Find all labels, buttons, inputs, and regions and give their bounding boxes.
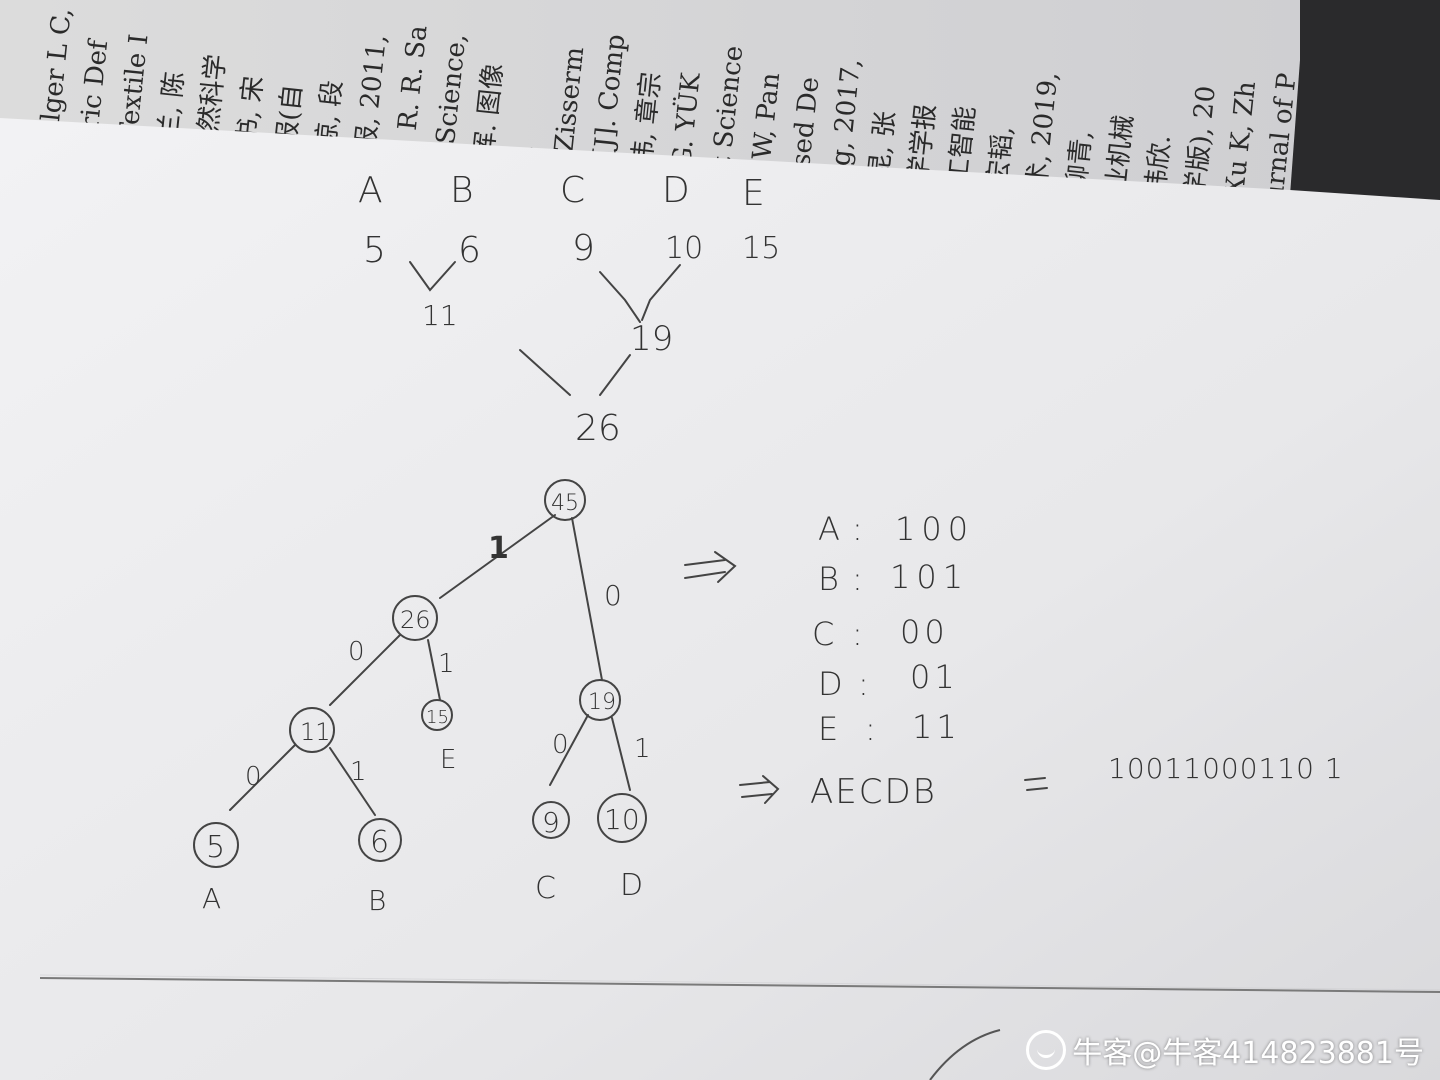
encode-bits: 10011000110 1 xyxy=(1108,752,1344,785)
code-row-e-letter: E xyxy=(818,710,838,748)
node-root-circle xyxy=(544,479,586,521)
paper-rule-lines xyxy=(39,974,1440,991)
sum-final: 26 xyxy=(575,408,621,449)
huffman-tree: 45 26 19 11 15 5 6 9 10 1 0 0 1 0 1 0 1 … xyxy=(202,491,651,917)
node-11-circle xyxy=(289,707,335,753)
node-19-label: 19 xyxy=(588,690,616,715)
header-letter-b: B xyxy=(450,170,474,211)
code-row-a-code: 100 xyxy=(895,510,974,548)
header-weight-e: 15 xyxy=(742,231,780,266)
node-10-label: 10 xyxy=(604,803,640,836)
edge-19-10-label: 1 xyxy=(634,734,651,764)
edge-11-6-label: 1 xyxy=(350,757,367,787)
header-letter-d: D xyxy=(662,170,690,211)
sum-cd: 19 xyxy=(630,319,673,359)
watermark-text: 牛客@牛客414823881号 xyxy=(1072,1036,1424,1071)
edge-19-9-label: 0 xyxy=(552,730,569,760)
code-row-e-sep: : xyxy=(865,710,876,748)
code-row-b-letter: B xyxy=(818,560,839,598)
edge-root-left-label: 1 xyxy=(488,531,509,566)
node-11-label: 11 xyxy=(300,718,331,746)
encoding-line: AECDB 10011000110 1 xyxy=(810,752,1344,812)
code-row-d-code: 01 xyxy=(910,658,959,696)
code-row-d-letter: D xyxy=(818,665,843,703)
node-5-circle xyxy=(193,822,239,868)
node-6-label: 6 xyxy=(370,825,389,860)
encode-word: AECDB xyxy=(810,772,937,812)
node-15-circle xyxy=(421,699,453,731)
header-letter-c: C xyxy=(560,170,585,211)
code-row-a-sep: : xyxy=(852,510,863,548)
notebook-paper xyxy=(0,118,1440,1080)
leaf-label-a: A xyxy=(202,882,221,915)
node-6-circle xyxy=(358,818,402,862)
margin-bottom-line xyxy=(39,977,1440,993)
header-weight-d: 10 xyxy=(665,231,703,266)
edge-11-5-label: 0 xyxy=(245,762,262,792)
node-5-label: 5 xyxy=(206,830,225,865)
sum-ab: 11 xyxy=(422,299,458,332)
header-weight-a: 5 xyxy=(363,230,386,271)
code-table: A : 100 B : 101 C : 00 D : 01 E : 11 xyxy=(812,510,974,748)
nowcoder-logo-icon xyxy=(1026,1030,1067,1070)
leaf-label-b: B xyxy=(368,884,386,917)
header-weight-c: 9 xyxy=(572,228,595,269)
header-weight-b: 6 xyxy=(458,230,481,271)
next-page-curl xyxy=(929,1029,1001,1080)
watermark: 牛客@牛客414823881号 xyxy=(1026,1028,1424,1072)
node-root-label: 45 xyxy=(551,491,579,516)
edge-root-right-label: 0 xyxy=(604,579,622,612)
leaf-label-d: D xyxy=(620,868,643,903)
node-15-label: 15 xyxy=(426,707,449,728)
code-row-d-sep: : xyxy=(858,665,869,703)
handwritten-notes xyxy=(193,261,1048,868)
code-row-c-code: 00 xyxy=(900,613,949,651)
node-9-circle xyxy=(532,801,570,839)
node-10-circle xyxy=(597,793,647,843)
code-row-b-code: 101 xyxy=(890,558,969,596)
header-letter-e: E xyxy=(742,173,765,214)
node-19-circle xyxy=(579,679,621,721)
code-row-c-sep: : xyxy=(852,615,863,653)
node-26-circle xyxy=(392,595,438,641)
code-row-e-code: 11 xyxy=(912,708,961,746)
edge-26-15-label: 1 xyxy=(438,649,455,679)
header-letter-a: A xyxy=(358,170,383,211)
code-row-c-letter: C xyxy=(812,615,834,653)
leaf-label-c: C xyxy=(535,871,556,906)
edge-26-11-label: 0 xyxy=(348,637,365,667)
leaf-label-e: E xyxy=(440,745,456,775)
header-row: A B C D E 5 6 9 10 15 11 19 26 xyxy=(358,170,780,449)
code-row-b-sep: : xyxy=(852,560,863,598)
node-9-label: 9 xyxy=(542,806,560,839)
code-row-a-letter: A xyxy=(818,510,840,548)
node-26-label: 26 xyxy=(400,606,431,634)
